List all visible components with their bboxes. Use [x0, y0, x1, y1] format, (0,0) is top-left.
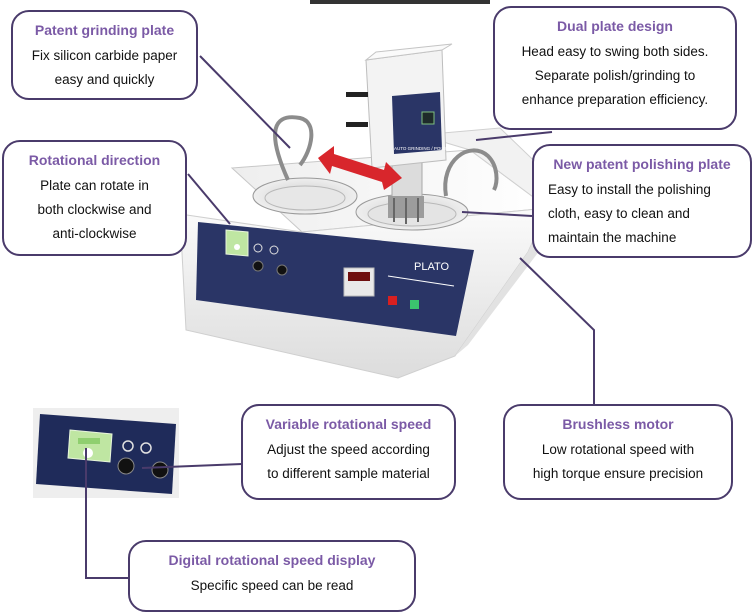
- callout-digital-display: Digital rotational speed display Specifi…: [128, 540, 416, 612]
- callout-text: Plate can rotate in both clockwise and a…: [37, 178, 152, 241]
- direction-knob: [252, 260, 264, 272]
- callout-title: Rotational direction: [28, 152, 161, 168]
- callout-title: Digital rotational speed display: [168, 552, 376, 568]
- callout-text: Specific speed can be read: [190, 578, 354, 593]
- head-handle-bottom: [346, 122, 368, 127]
- connector-display: [85, 448, 128, 579]
- callout-title: New patent polishing plate: [553, 156, 731, 172]
- control-panel: [196, 222, 474, 336]
- start-button: [410, 300, 419, 309]
- callout-brushless-motor: Brushless motor Low rotational speed wit…: [503, 404, 733, 500]
- inset-speed-knob: [151, 461, 169, 479]
- callout-polishing-plate: New patent polishing plate Easy to insta…: [532, 144, 752, 258]
- grinding-plate: [264, 185, 346, 211]
- callout-text: Fix silicon carbide paper easy and quick…: [31, 48, 178, 87]
- cw-icon: [269, 245, 279, 255]
- speed-display: [225, 229, 249, 257]
- callout-text: Easy to install the polishing cloth, eas…: [548, 182, 711, 245]
- callout-text: Low rotational speed with high torque en…: [532, 442, 704, 481]
- head-label-plate: [392, 92, 442, 154]
- speed-knob: [276, 264, 288, 276]
- brand-label: PLATO: [414, 261, 449, 273]
- connector-variable-speed: [141, 463, 243, 469]
- connector-rotation: [187, 173, 231, 225]
- callout-title: Patent grinding plate: [34, 22, 175, 38]
- callout-dual-plate: Dual plate design Head easy to swing bot…: [493, 6, 737, 130]
- connector-polishing: [461, 211, 533, 217]
- left-water-nozzle: [273, 115, 314, 181]
- right-water-nozzle: [443, 148, 499, 197]
- callout-patent-grinding: Patent grinding plate Fix silicon carbid…: [11, 10, 198, 100]
- top-shadow: [310, 0, 490, 4]
- swing-arrow: [318, 146, 402, 190]
- connector-grinding: [199, 55, 291, 149]
- callout-text: Head easy to swing both sides. Separate …: [521, 44, 709, 107]
- head-switch: [421, 111, 435, 125]
- callout-rotational-direction: Rotational direction Plate can rotate in…: [2, 140, 187, 256]
- connector-dual-plate: [475, 131, 553, 141]
- callout-title: Variable rotational speed: [265, 416, 432, 432]
- connector-motor: [519, 257, 595, 404]
- ccw-icon: [253, 243, 263, 253]
- stop-button: [388, 296, 397, 305]
- callout-title: Brushless motor: [562, 416, 674, 432]
- head-label-text: AUTO GRINDING / POLISHING: [394, 146, 459, 151]
- head-handle-top: [346, 92, 368, 97]
- callout-text: Adjust the speed according to different …: [267, 442, 430, 481]
- inset-direction-knob: [117, 457, 135, 475]
- callout-title: Dual plate design: [557, 18, 673, 34]
- callout-variable-speed: Variable rotational speed Adjust the spe…: [241, 404, 456, 500]
